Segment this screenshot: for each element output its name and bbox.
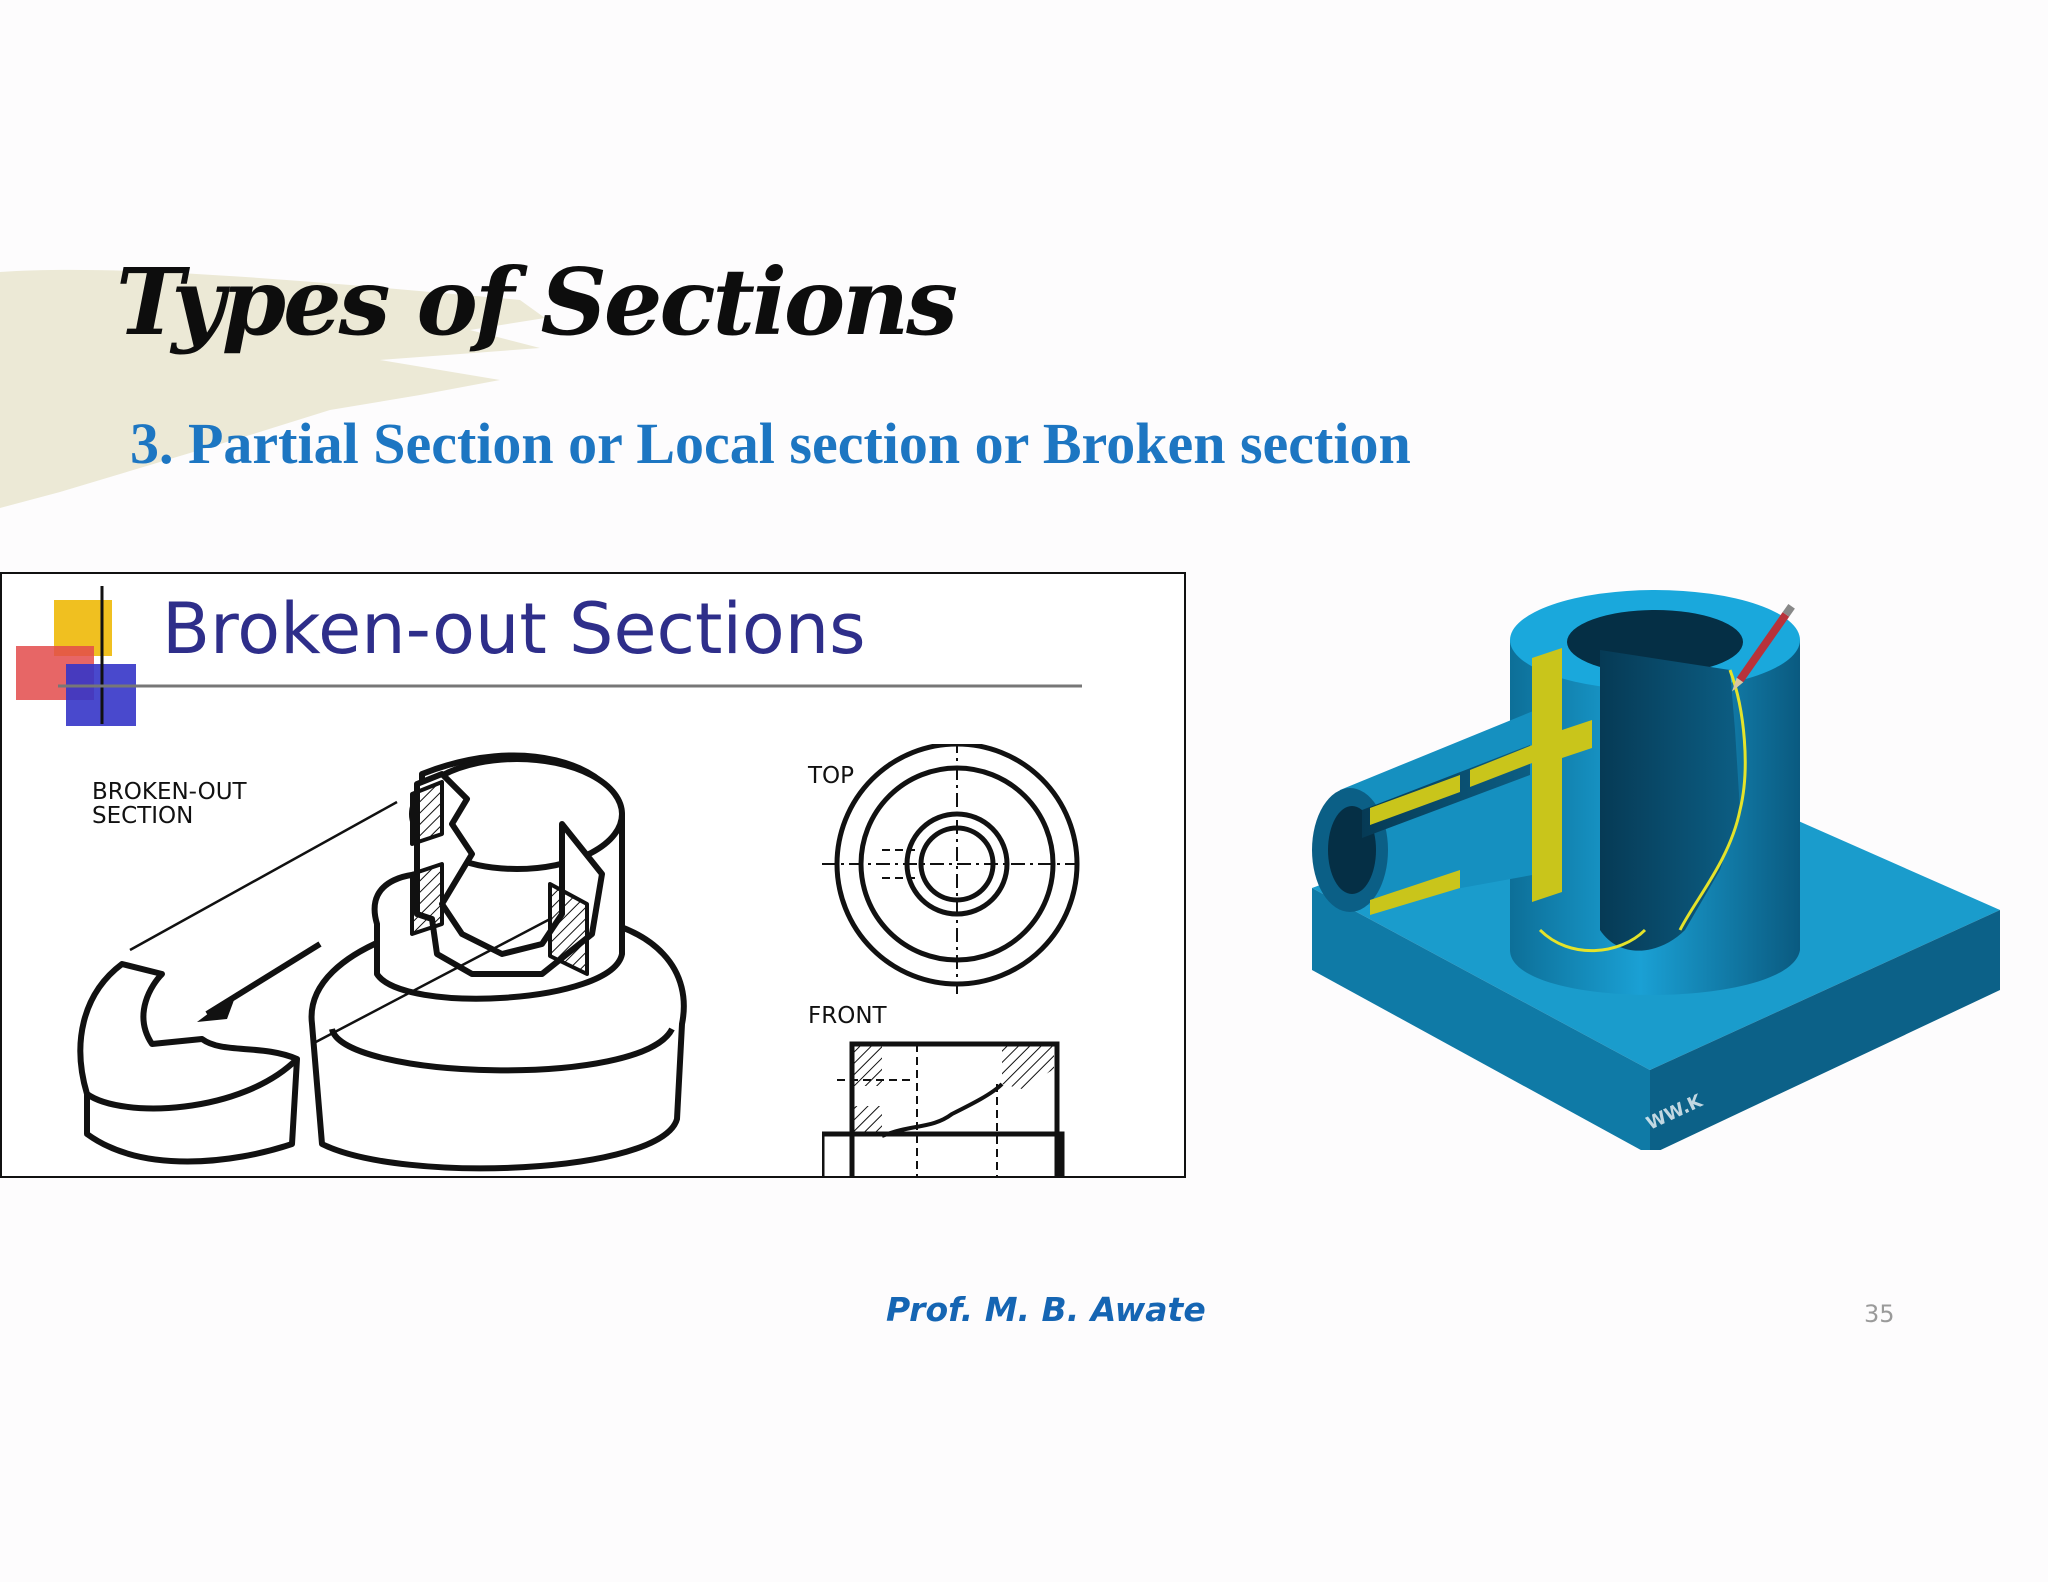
3d-sectioned-model-figure: WW.K (1300, 570, 2020, 1150)
top-view-label: TOP (808, 763, 855, 789)
page-number: 35 (1864, 1300, 1895, 1328)
isometric-part-drawing (77, 752, 687, 1172)
broken-out-section-label: BROKEN-OUT SECTION (92, 779, 247, 829)
3d-model-render: WW.K (1312, 590, 2000, 1150)
broken-out-sections-figure: Broken-out Sections BROKEN-OUT SECTION T… (0, 572, 1186, 1178)
brush-stroke-decoration (0, 269, 545, 508)
figure-heading: Broken-out Sections (162, 588, 866, 670)
author-footer: Prof. M. B. Awate (886, 1290, 1206, 1329)
slide-subtitle: 3. Partial Section or Local section or B… (130, 411, 1411, 476)
figure-logo-decoration (16, 586, 1082, 726)
orthographic-views (822, 744, 1082, 1176)
front-view-label: FRONT (808, 1003, 887, 1029)
slide-title: Types of Sections (116, 248, 958, 356)
